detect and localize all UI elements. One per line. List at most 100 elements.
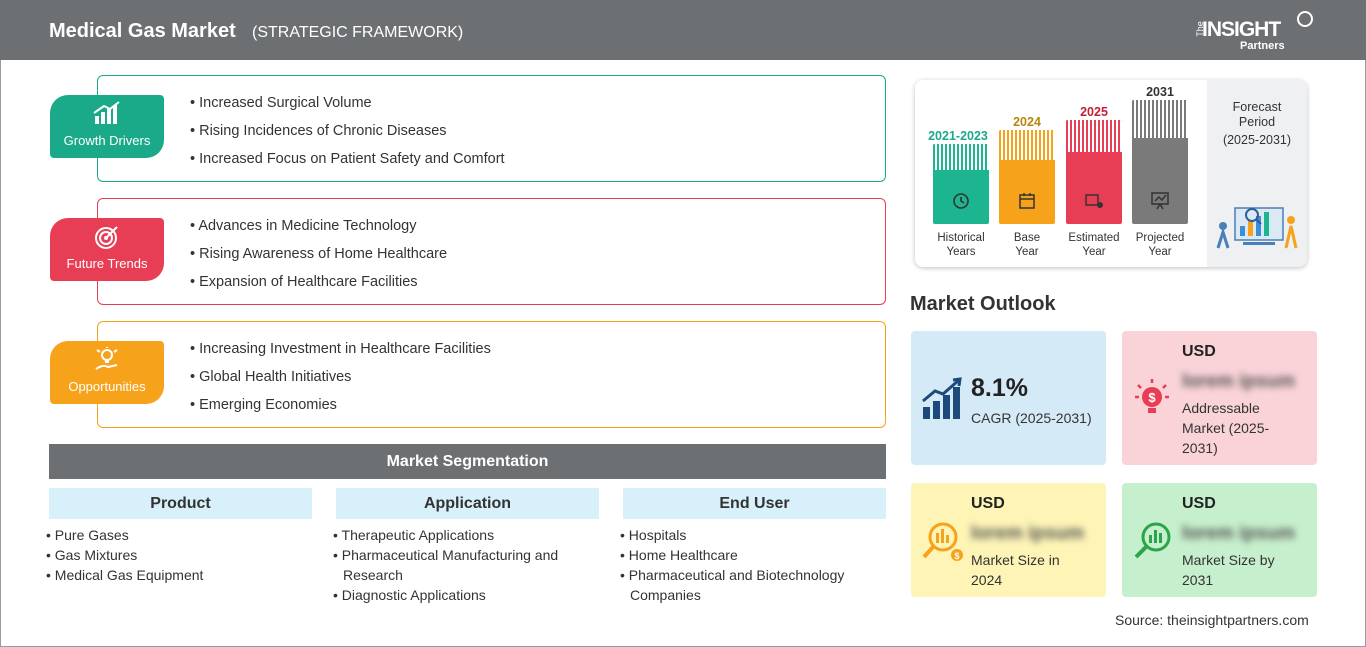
timeline-label-historical: Historical Years — [923, 231, 999, 259]
list-item: Diagnostic Applications — [333, 585, 599, 605]
cagr-label: CAGR (2025-2031) — [971, 410, 1092, 426]
opportunities-list: Increasing Investment in Healthcare Faci… — [190, 341, 491, 425]
timeline-label-base: Base Year — [999, 231, 1055, 259]
segment-list: Pure Gases Gas Mixtures Medical Gas Equi… — [46, 525, 312, 585]
bar-stripe — [1132, 100, 1188, 138]
logo-partners: Partners — [1240, 40, 1285, 52]
blurred-value: lorem ipsum — [971, 523, 1084, 544]
label-line: Base — [1013, 232, 1041, 244]
list-item: Emerging Economies — [190, 397, 491, 425]
timeline-bar-projected — [1132, 100, 1188, 224]
forecast-title-2: Period — [1238, 115, 1276, 129]
page-subtitle: (STRATEGIC FRAMEWORK) — [252, 24, 464, 41]
list-item: Home Healthcare — [620, 545, 886, 565]
list-item: Rising Awareness of Home Healthcare — [190, 246, 447, 274]
currency-label: USD — [971, 495, 1005, 512]
label-line: Historical — [937, 232, 985, 244]
segment-list: Therapeutic Applications Pharmaceutical … — [333, 525, 599, 605]
blurred-value: lorem ipsum — [1182, 523, 1295, 544]
list-item: Pharmaceutical Manufacturing and Researc… — [333, 545, 599, 585]
page-title: Medical Gas Market — [49, 20, 236, 42]
svg-text:$: $ — [1148, 390, 1156, 405]
future-trends-label: Future Trends — [66, 256, 148, 271]
growth-drivers-badge: Growth Drivers — [50, 95, 164, 158]
market-size-2024-card: USD lorem ipsum $ Market Size in 2024 — [911, 483, 1106, 597]
chart-magnifier-icon — [1132, 519, 1176, 563]
list-item: Increasing Investment in Healthcare Faci… — [190, 341, 491, 369]
growth-drivers-box: Increased Surgical Volume Rising Inciden… — [97, 75, 886, 182]
market-size-2031-desc: Market Size by 2031 — [1182, 550, 1275, 590]
market-outlook-title: Market Outlook — [910, 293, 1056, 315]
timeline-bar-historical — [933, 144, 989, 224]
desc-line: 2031) — [1182, 440, 1218, 456]
source-text: Source: theinsightpartners.com — [1115, 612, 1309, 628]
label-line: Projected — [1135, 232, 1185, 244]
lightbulb-hand-icon — [50, 347, 164, 373]
list-item: Pharmaceutical and Biotechnology Compani… — [620, 565, 886, 605]
growth-chart-icon — [50, 101, 164, 127]
bar-stripe — [933, 144, 989, 170]
history-clock-icon — [933, 191, 989, 216]
blurred-value: lorem ipsum — [1182, 371, 1295, 392]
list-item: Medical Gas Equipment — [46, 565, 312, 585]
rising-bars-icon — [921, 377, 965, 421]
list-item: Global Health Initiatives — [190, 369, 491, 397]
desc-line: 2031 — [1182, 572, 1214, 588]
desc-line: Market Size in — [971, 552, 1060, 568]
list-item: Gas Mixtures — [46, 545, 312, 565]
addressable-desc: Addressable Market (2025- 2031) — [1182, 398, 1269, 458]
desc-line: Market Size by — [1182, 552, 1275, 568]
segment-head: Product — [49, 488, 312, 519]
cagr-card: 8.1% CAGR (2025-2031) — [911, 331, 1106, 465]
dollar-bulb-icon: $ — [1132, 375, 1176, 419]
logo-ring-icon — [1297, 11, 1313, 27]
label-line: Years — [946, 246, 976, 258]
timeline-label-estimated: Estimated Year — [1061, 231, 1127, 259]
opportunities-badge: Opportunities — [50, 341, 164, 404]
timeline-panel: 2021-2023 Historical Years 2024 Base Yea… — [915, 80, 1307, 267]
future-trends-box: Advances in Medicine Technology Rising A… — [97, 198, 886, 305]
label-line: Year — [1082, 246, 1106, 258]
segment-end-user: End User Hospitals Home Healthcare Pharm… — [623, 488, 886, 605]
list-item: Expansion of Healthcare Facilities — [190, 274, 447, 302]
cagr-value: 8.1% — [971, 374, 1028, 402]
forecast-range: (2025-2031) — [1222, 133, 1292, 147]
segment-application: Application Therapeutic Applications Pha… — [336, 488, 599, 605]
calendar-icon — [999, 191, 1055, 216]
currency-label: USD — [1182, 495, 1216, 512]
segment-head: Application — [336, 488, 599, 519]
list-item: Hospitals — [620, 525, 886, 545]
bar-stripe — [999, 130, 1055, 160]
list-item: Advances in Medicine Technology — [190, 218, 447, 246]
list-item: Pure Gases — [46, 525, 312, 545]
svg-text:$: $ — [954, 551, 959, 561]
list-item: Rising Incidences of Chronic Diseases — [190, 123, 505, 151]
future-trends-badge: Future Trends — [50, 218, 164, 281]
header-bar: Medical Gas Market (STRATEGIC FRAMEWORK)… — [0, 0, 1366, 60]
timeline-year: 2024 — [1013, 115, 1041, 129]
bar-stripe — [1066, 120, 1122, 152]
forecast-title-1: Forecast — [1232, 100, 1282, 114]
addressable-market-card: USD lorem ipsum $ Addressable Market (20… — [1122, 331, 1317, 465]
timeline-bar-estimated — [1066, 120, 1122, 224]
insight-partners-logo[interactable]: The INSIGHT Partners — [1192, 8, 1313, 54]
currency-label: USD — [1182, 343, 1216, 360]
segment-product: Product Pure Gases Gas Mixtures Medical … — [49, 488, 312, 585]
growth-drivers-list: Increased Surgical Volume Rising Inciden… — [190, 95, 505, 179]
presentation-board-icon — [1132, 191, 1188, 216]
segmentation-title: Market Segmentation — [49, 444, 886, 479]
timeline-year: 2031 — [1146, 85, 1174, 99]
growth-drivers-label: Growth Drivers — [63, 133, 151, 148]
desc-line: Addressable — [1182, 400, 1260, 416]
label-line: Year — [1148, 246, 1172, 258]
list-item: Therapeutic Applications — [333, 525, 599, 545]
desc-line: Market (2025- — [1182, 420, 1270, 436]
target-icon — [50, 224, 164, 250]
future-trends-list: Advances in Medicine Technology Rising A… — [190, 218, 447, 302]
opportunities-box: Increasing Investment in Healthcare Faci… — [97, 321, 886, 428]
timeline-bar-base — [999, 130, 1055, 224]
logo-insight: INSIGHT — [1202, 18, 1281, 41]
label-line: Year — [1015, 246, 1039, 258]
list-item: Increased Focus on Patient Safety and Co… — [190, 151, 504, 179]
label-line: Estimated — [1068, 232, 1120, 244]
